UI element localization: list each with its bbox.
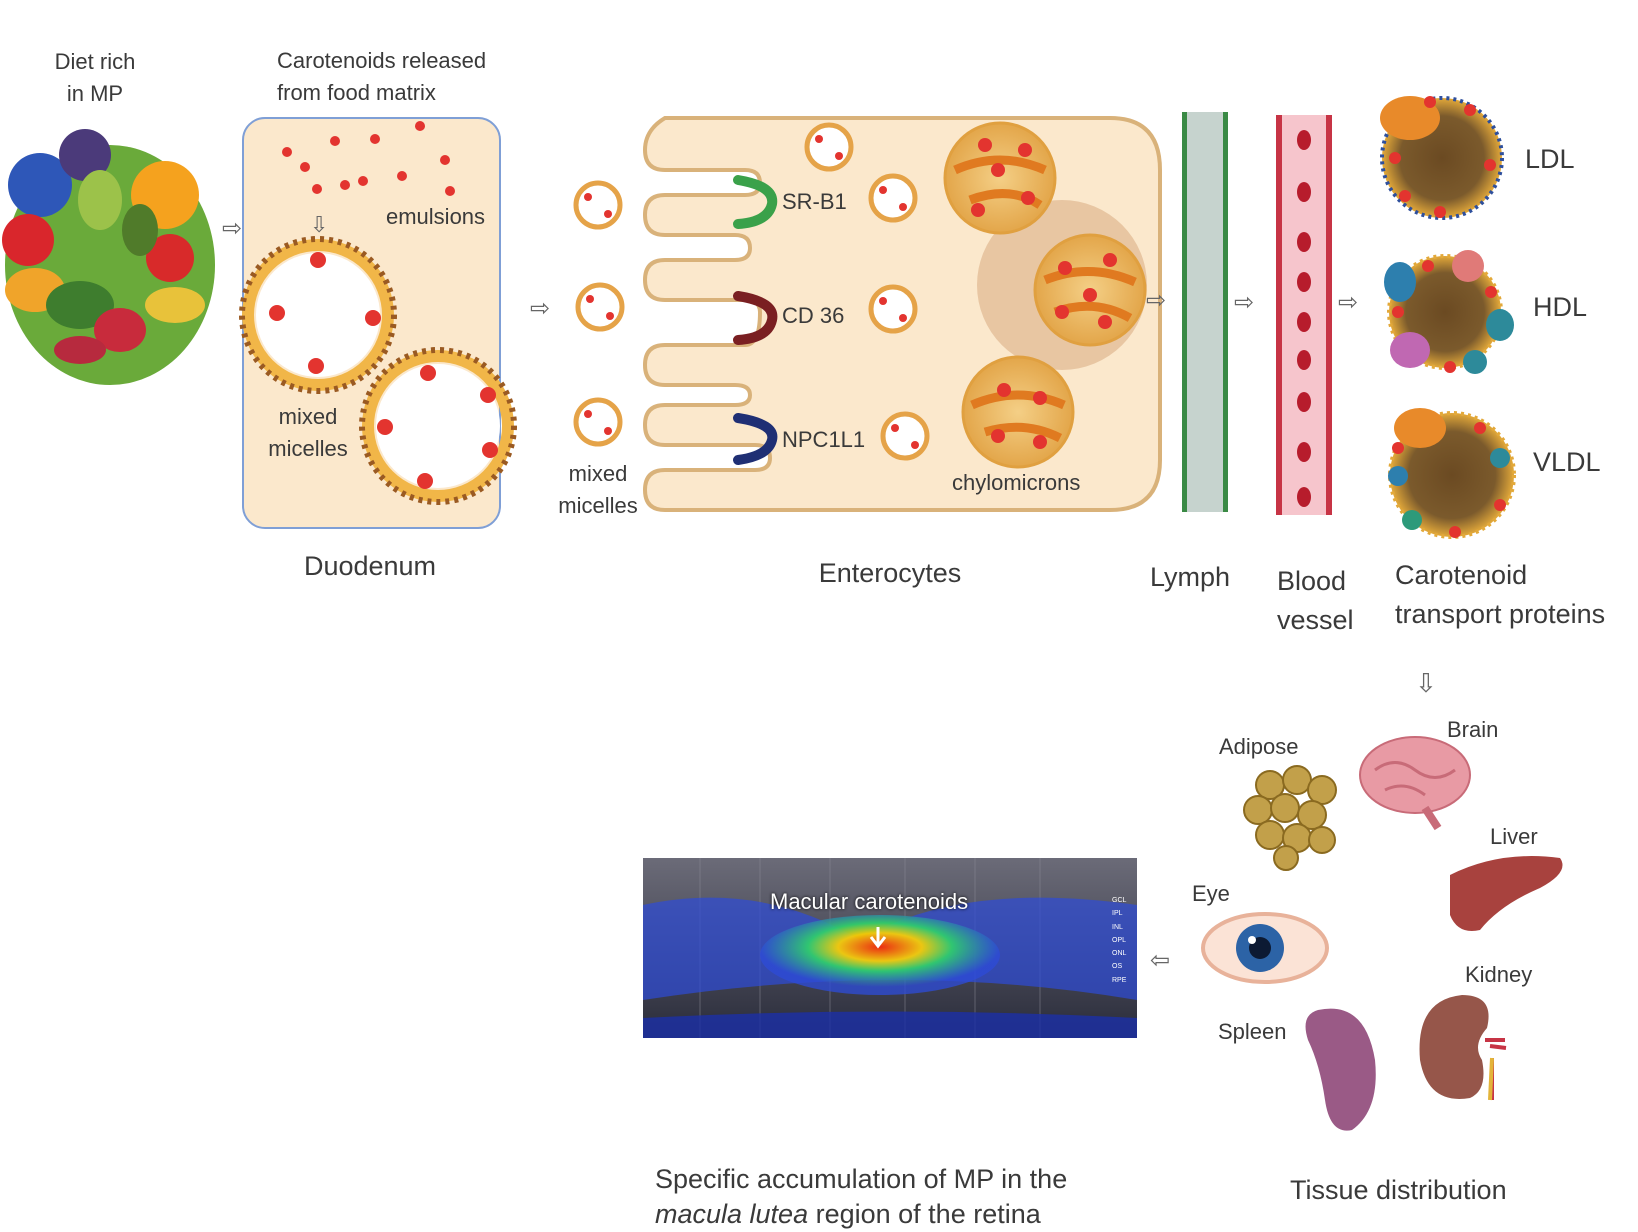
tissue-adipose-label: Adipose (1219, 734, 1299, 759)
emulsion-droplets (282, 121, 455, 196)
ldl-label: LDL (1525, 144, 1575, 174)
arrow-left-icon: ⇦ (1150, 946, 1170, 974)
adipose-icon (1243, 765, 1337, 871)
tissue-distribution-title: Tissue distribution (1290, 1175, 1507, 1205)
cd36-receptor-icon (733, 291, 778, 345)
npc1l1-receptor-icon (733, 413, 778, 465)
receptor-srb1-label: SR-B1 (782, 189, 847, 214)
chylomicron-1 (943, 121, 1057, 235)
arrow-right-icon: ⇨ (222, 214, 242, 242)
kidney-icon (1419, 995, 1507, 1101)
tissue-brain-label: Brain (1447, 717, 1499, 742)
vldl-label: VLDL (1533, 447, 1601, 477)
tissue-kidney-label: Kidney (1465, 962, 1533, 987)
chylomicrons-label: chylomicrons (952, 470, 1081, 495)
enterocyte-micelles-line2: micelles (558, 493, 638, 518)
spleen-icon (1305, 1008, 1376, 1131)
retina-caption-rest: region of the retina (808, 1199, 1041, 1229)
lymph-vessel (1182, 112, 1228, 512)
duodenum-micelles-line2: micelles (268, 436, 348, 461)
transport-title-line2: transport proteins (1395, 599, 1606, 629)
blood-vessel-line1: Blood (1277, 566, 1347, 596)
hdl-particle-icon (1384, 250, 1514, 374)
retina-caption-line2: macula lutea region of the retina (655, 1198, 1041, 1232)
eye-icon (1201, 912, 1329, 984)
intracellular-micelles (804, 122, 930, 461)
blood-vessel (1276, 115, 1332, 515)
srb1-receptor-icon (733, 175, 778, 229)
arrow-right-icon: ⇨ (1234, 288, 1254, 316)
layer-label: ONL (1112, 950, 1127, 958)
receptor-cd36-label: CD 36 (782, 303, 845, 328)
enterocytes-title: Enterocytes (818, 558, 962, 588)
diet-label-line1: Diet rich (54, 49, 136, 74)
chylomicron-3 (961, 355, 1075, 469)
release-label-line1: Carotenoids released (277, 48, 487, 73)
enterocyte-micelles-line1: mixed (568, 461, 628, 486)
blood-vessel-line2: vessel (1277, 605, 1354, 635)
arrow-right-icon: ⇨ (1338, 288, 1358, 316)
retina-oct-image (643, 858, 1137, 1038)
arrow-down-icon: ⇩ (310, 213, 328, 238)
lymph-label: Lymph (1150, 562, 1231, 592)
duodenum-micelles-line1: mixed (278, 404, 338, 429)
retina-layer-labels: GCL IPL INL OPL ONL OS RPE (1112, 894, 1136, 987)
free-micelles (573, 180, 625, 447)
mixed-micelle-1 (239, 236, 397, 394)
receptor-npc1l1-label: NPC1L1 (782, 427, 866, 452)
vldl-particle-icon (1388, 408, 1516, 539)
hdl-label: HDL (1533, 292, 1588, 322)
liver-icon (1450, 856, 1563, 931)
brain-icon (1359, 736, 1471, 831)
tissue-spleen-label: Spleen (1218, 1019, 1287, 1044)
arrow-right-icon: ⇨ (530, 294, 550, 322)
layer-label: OPL (1112, 936, 1127, 944)
chylomicron-2 (1033, 233, 1147, 347)
transport-title-line1: Carotenoid (1395, 560, 1528, 590)
retina-caption-italic: macula lutea (655, 1199, 809, 1229)
ldl-particle-icon (1380, 96, 1504, 220)
layer-label: GCL (1112, 897, 1127, 904)
vegetable-bowl-icon (2, 129, 215, 385)
emulsions-label: emulsions (386, 204, 486, 229)
duodenum-title: Duodenum (303, 551, 437, 581)
tissue-eye-label: Eye (1192, 881, 1230, 906)
arrow-right-icon: ⇨ (1146, 286, 1166, 314)
layer-label: INL (1112, 923, 1123, 931)
macular-carotenoids-label: Macular carotenoids (770, 889, 969, 914)
retina-caption-line1: Specific accumulation of MP in the (655, 1164, 1068, 1194)
arrow-down-icon: ⇩ (1415, 669, 1437, 699)
layer-label: RPE (1112, 976, 1127, 984)
tissue-liver-label: Liver (1490, 824, 1538, 849)
mixed-micelle-2 (359, 347, 517, 505)
diet-label-line2: in MP (66, 81, 124, 106)
layer-label: IPL (1112, 910, 1123, 918)
layer-label: OS (1112, 963, 1123, 971)
release-label-line2: from food matrix (277, 80, 436, 105)
